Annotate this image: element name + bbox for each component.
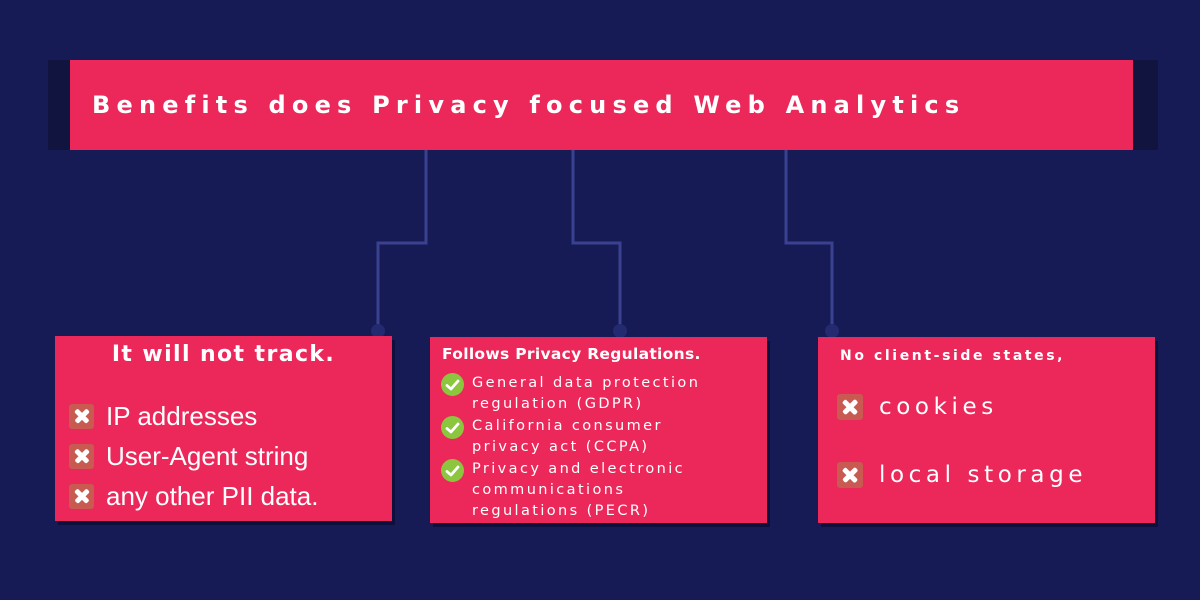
list-item-line: communications (472, 482, 626, 498)
connector-middle (571, 150, 622, 330)
list-item: local storage (837, 459, 1087, 491)
list-item: any other PII data. (69, 476, 318, 516)
list-item-line: Privacy and electronic (472, 461, 686, 477)
list-item-label: User-Agent string (106, 440, 309, 471)
check-icon (441, 416, 464, 439)
list-item-label: any other PII data. (106, 480, 319, 511)
page-title: Benefits does Privacy focused Web Analyt… (92, 91, 966, 119)
list-item-line: California consumer (472, 418, 663, 434)
card-heading: Follows Privacy Regulations. (442, 345, 701, 363)
not-track-list: IP addresses User-Agent string any other… (69, 396, 318, 516)
connector-left (376, 150, 428, 330)
list-item-line: privacy act (CCPA) (472, 439, 650, 455)
client-states-list: cookies local storage (837, 391, 1087, 527)
list-item: cookies (837, 391, 1087, 423)
list-item: California consumer privacy act (CCPA) (441, 416, 700, 458)
list-item: IP addresses (69, 396, 318, 436)
x-icon (837, 394, 863, 420)
list-item-label: cookies (879, 394, 998, 420)
list-item-label: IP addresses (106, 400, 258, 431)
list-item-label: local storage (879, 462, 1088, 488)
connector-right (784, 150, 834, 330)
list-item-line: regulation (GDPR) (472, 396, 644, 412)
list-item-line: regulations (PECR) (472, 503, 651, 519)
regulations-list: General data protection regulation (GDPR… (441, 373, 700, 523)
connector-dot-left (371, 324, 385, 338)
x-icon (69, 483, 94, 509)
card-heading: It will not track. (111, 342, 336, 367)
list-item: General data protection regulation (GDPR… (441, 373, 700, 415)
check-icon (441, 459, 464, 482)
list-item: User-Agent string (69, 436, 318, 476)
list-item-line: General data protection (472, 375, 701, 391)
card-no-client-states: No client-side states, cookies local sto… (818, 337, 1155, 523)
x-icon (69, 403, 94, 429)
check-icon (441, 373, 464, 396)
title-banner: Benefits does Privacy focused Web Analyt… (70, 60, 1133, 150)
card-privacy-regulations: Follows Privacy Regulations. General dat… (430, 337, 767, 523)
connector-dot-right (825, 324, 839, 338)
x-icon (837, 462, 863, 488)
card-heading: No client-side states, (840, 348, 1066, 364)
connector-dot-middle (613, 324, 627, 338)
card-not-track: It will not track. IP addresses User-Age… (55, 336, 392, 521)
x-icon (69, 443, 94, 469)
list-item: Privacy and electronic communications re… (441, 459, 700, 522)
